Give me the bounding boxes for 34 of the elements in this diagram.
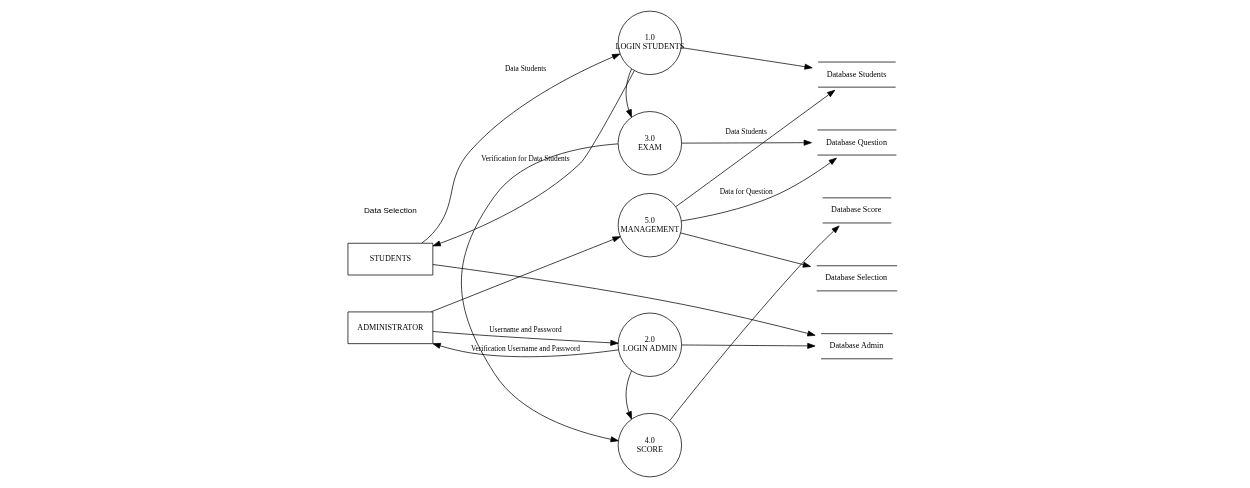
arrow bbox=[680, 47, 813, 70]
edge-label: Data for Question bbox=[719, 187, 773, 197]
edge-label: Verification Username and Password bbox=[470, 343, 580, 353]
arrow bbox=[680, 342, 815, 349]
edge-label: Data Students bbox=[725, 127, 767, 137]
arrow bbox=[680, 157, 837, 222]
arrow bbox=[432, 70, 635, 247]
node-text: Database Question bbox=[825, 137, 887, 147]
arrow bbox=[669, 225, 839, 421]
node-box: STUDENTS bbox=[347, 242, 433, 276]
arrow bbox=[679, 232, 811, 268]
edge-label: Username and Password bbox=[488, 325, 562, 335]
arrow bbox=[625, 68, 632, 118]
arrow bbox=[460, 143, 619, 443]
node-text: Database Students bbox=[826, 69, 886, 79]
arrow bbox=[625, 370, 632, 420]
arrow bbox=[430, 236, 621, 313]
arrow bbox=[432, 331, 618, 346]
arrow bbox=[680, 139, 812, 146]
arrow bbox=[420, 53, 620, 244]
node-circle: 5.0 MANAGEMENT bbox=[617, 193, 682, 258]
edge-label: Data Students bbox=[504, 63, 546, 73]
node-circle: 4.0 SCORE bbox=[617, 413, 682, 478]
node-text: Database Admin bbox=[829, 341, 883, 351]
node-circle: 3.0 EXAM bbox=[617, 111, 682, 176]
arrow bbox=[674, 89, 835, 208]
node-circle: 2.0 LOGIN ADMIN bbox=[617, 312, 682, 377]
node-box: ADMINISTRATOR bbox=[347, 311, 433, 344]
label: Data Selection bbox=[363, 206, 417, 216]
node-text: Database Score bbox=[830, 205, 881, 215]
arrow bbox=[432, 342, 619, 358]
edge-label: Verification for Data Students bbox=[480, 153, 570, 163]
node-text: Database Selection bbox=[824, 273, 887, 283]
arrow bbox=[432, 264, 815, 337]
